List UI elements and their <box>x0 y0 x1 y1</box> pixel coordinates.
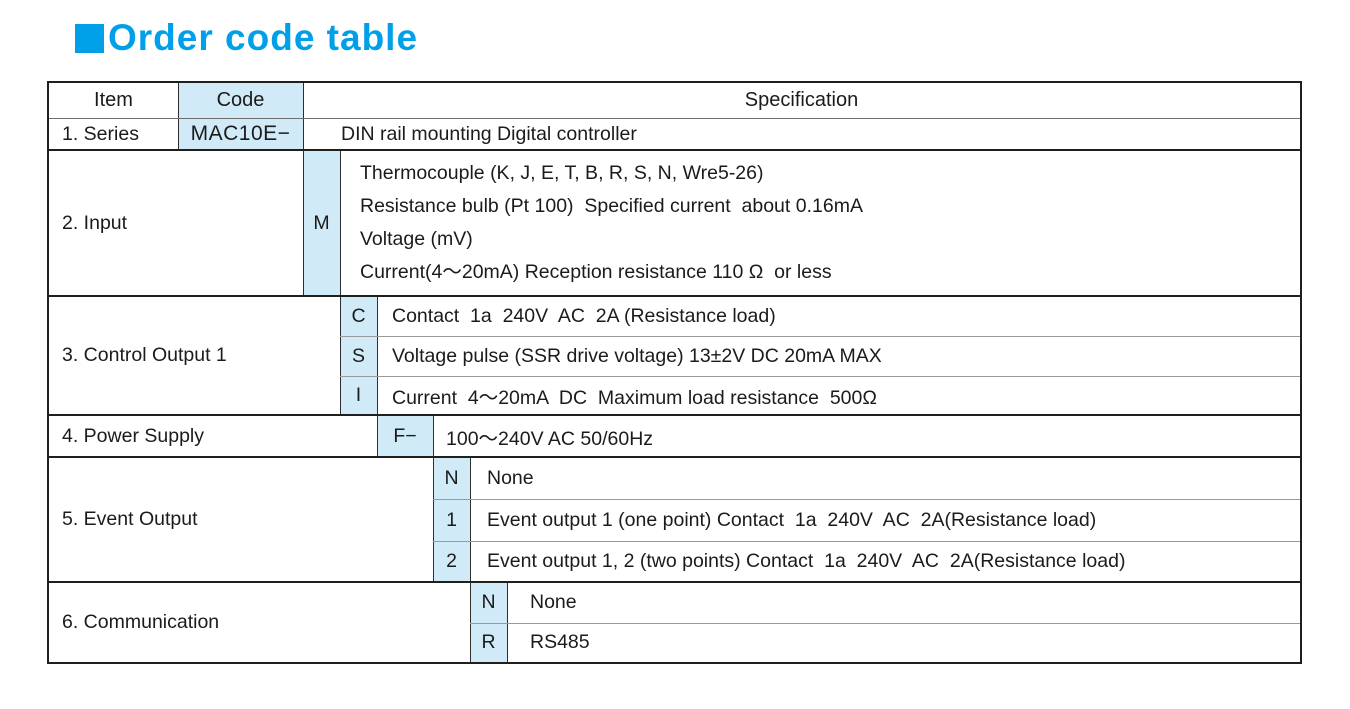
event-code-bg <box>433 457 470 582</box>
control-output-spec-c: Contact 1a 240V AC 2A (Resistance load) <box>392 304 776 327</box>
grid-hline-comm <box>470 623 1300 624</box>
series-label: 1. Series <box>62 122 139 145</box>
page-title: Order code table <box>75 17 419 58</box>
control-output-code-c: C <box>351 304 366 327</box>
grid-hline-series <box>49 149 1300 151</box>
comm-code-bg <box>470 582 507 662</box>
grid-hline-power <box>49 456 1300 458</box>
title-bullet-square-icon <box>75 23 104 53</box>
page-title-text: Order code table <box>108 17 419 58</box>
grid-hline-ev2 <box>433 541 1300 542</box>
input-label: 2. Input <box>62 211 128 234</box>
event-output-code-2: 2 <box>446 550 457 572</box>
control-output-spec-s: Voltage pulse (SSR drive voltage) 13±2V … <box>392 344 882 367</box>
power-supply-code: F− <box>393 424 417 447</box>
grid-hline-ev1 <box>433 499 1300 500</box>
input-spec-resistance-bulb: Resistance bulb (Pt 100) Specified curre… <box>360 195 863 217</box>
communication-label: 6. Communication <box>62 610 220 633</box>
header-item: Item <box>94 89 133 111</box>
communication-code-r: R <box>481 631 496 653</box>
communication-spec-r: RS485 <box>530 631 590 653</box>
series-code-bg <box>178 118 303 150</box>
communication-spec-n: None <box>530 591 577 613</box>
header-code: Code <box>216 89 265 111</box>
event-output-label: 5. Event Output <box>62 508 198 530</box>
input-spec-voltage: Voltage (mV) <box>360 228 473 250</box>
control-output-label: 3. Control Output 1 <box>62 344 227 366</box>
series-spec: DIN rail mounting Digital controller <box>341 122 637 145</box>
input-spec-current: Current(4〜20mA) Reception resistance 110… <box>360 261 832 283</box>
series-code: MAC10E− <box>190 122 291 145</box>
control-output-code-s: S <box>351 344 365 367</box>
grid-vline-code-spec <box>303 83 304 296</box>
control-output-code-bg <box>340 296 377 415</box>
event-output-code-n: N <box>444 466 459 489</box>
power-supply-label: 4. Power Supply <box>62 424 204 447</box>
grid-hline-control <box>49 414 1300 416</box>
event-output-code-1: 1 <box>446 508 457 531</box>
grid-hline-si <box>340 376 1300 377</box>
input-code-bg <box>303 150 340 296</box>
header-specification: Specification <box>744 89 859 111</box>
grid-hline-header <box>49 118 1300 119</box>
grid-hline-event <box>49 581 1300 583</box>
input-code: M <box>313 211 330 234</box>
input-spec-thermocouple: Thermocouple (K, J, E, T, B, R, S, N, Wr… <box>360 162 764 184</box>
grid-vline-power <box>433 415 434 582</box>
control-output-spec-i: Current 4〜20mA DC Maximum load resistanc… <box>392 387 877 409</box>
grid-vline-item-code <box>178 83 179 150</box>
grid-vline-comm <box>507 582 508 662</box>
power-code-bg <box>377 415 433 457</box>
code-header-bg <box>178 83 303 118</box>
grid-hline-cs <box>340 336 1300 337</box>
order-code-table: Item Code Specification 1. Series MAC10E… <box>47 81 1302 664</box>
event-output-spec-1: Event output 1 (one point) Contact 1a 24… <box>487 508 1097 531</box>
event-output-spec-n: None <box>487 466 534 489</box>
communication-code-n: N <box>481 591 496 613</box>
event-output-spec-2: Event output 1, 2 (two points) Contact 1… <box>487 550 1126 572</box>
grid-vline-event <box>470 457 471 662</box>
power-supply-spec: 100〜240V AC 50/60Hz <box>446 427 654 450</box>
input-spec-list: Thermocouple (K, J, E, T, B, R, S, N, Wr… <box>340 150 1320 296</box>
control-output-code-i: I <box>355 384 362 406</box>
grid-vline-input <box>340 150 341 415</box>
grid-hline-input <box>49 295 1300 297</box>
